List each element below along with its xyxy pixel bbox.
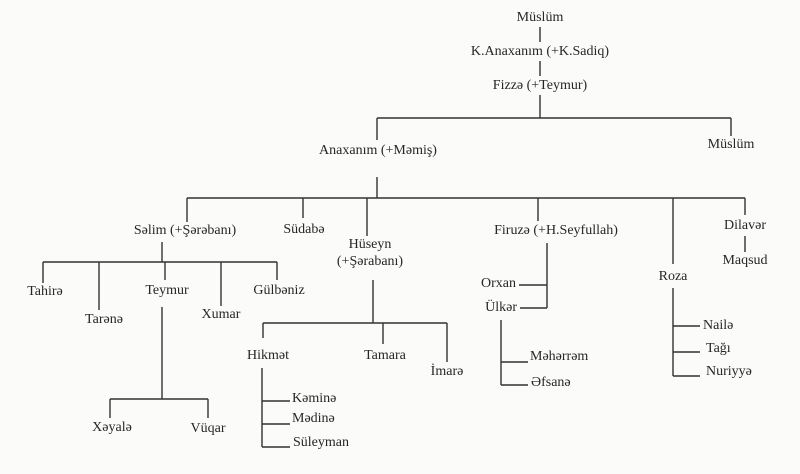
node-maqsud: Maqsud — [722, 253, 768, 268]
node-sudabe: Südabə — [283, 222, 325, 237]
node-orxan: Orxan — [481, 276, 516, 291]
node-muslum-root: Müslüm — [516, 10, 564, 25]
node-xeyale: Xəyalə — [92, 420, 132, 435]
node-kemine: Kəminə — [292, 391, 337, 406]
node-meherrem: Məhərrəm — [530, 349, 589, 364]
node-hikmet: Hikmət — [247, 348, 289, 363]
node-medine: Mədinə — [292, 411, 335, 426]
node-tahire: Tahirə — [27, 284, 63, 299]
node-dilaver: Dilavər — [724, 218, 766, 233]
node-tamara: Tamara — [364, 348, 406, 363]
node-huseyn: Hüseyn — [348, 237, 392, 252]
node-gulbeniz: Gülbəniz — [253, 283, 305, 298]
node-k-anaxanim: K.Anaxanım (+K.Sadiq) — [470, 44, 610, 59]
node-ulker: Ülkər — [485, 300, 517, 315]
node-imare: İmarə — [430, 364, 464, 379]
node-vuqar: Vüqar — [190, 421, 226, 436]
node-naile: Nailə — [703, 318, 734, 333]
node-firuze: Firuzə (+H.Seyfullah) — [494, 223, 618, 238]
node-suleyman: Süleyman — [293, 435, 349, 450]
node-efsane: Əfsanə — [531, 375, 571, 390]
node-tarene: Tarənə — [85, 312, 123, 327]
node-anaxanim: Anaxanım (+Məmiş) — [319, 143, 437, 158]
node-teymur: Teymur — [145, 283, 189, 298]
node-huseyn-spouse: (+Şərabanı) — [336, 254, 404, 269]
node-roza: Roza — [658, 269, 688, 284]
node-nuriyye: Nuriyyə — [706, 364, 752, 379]
node-fizze: Fizzə (+Teymur) — [492, 78, 588, 93]
node-xumar: Xumar — [201, 307, 241, 322]
node-tagi: Tağı — [706, 341, 731, 356]
node-selim: Səlim (+Şərəbanı) — [133, 223, 237, 238]
node-muslum: Müslüm — [707, 137, 755, 152]
